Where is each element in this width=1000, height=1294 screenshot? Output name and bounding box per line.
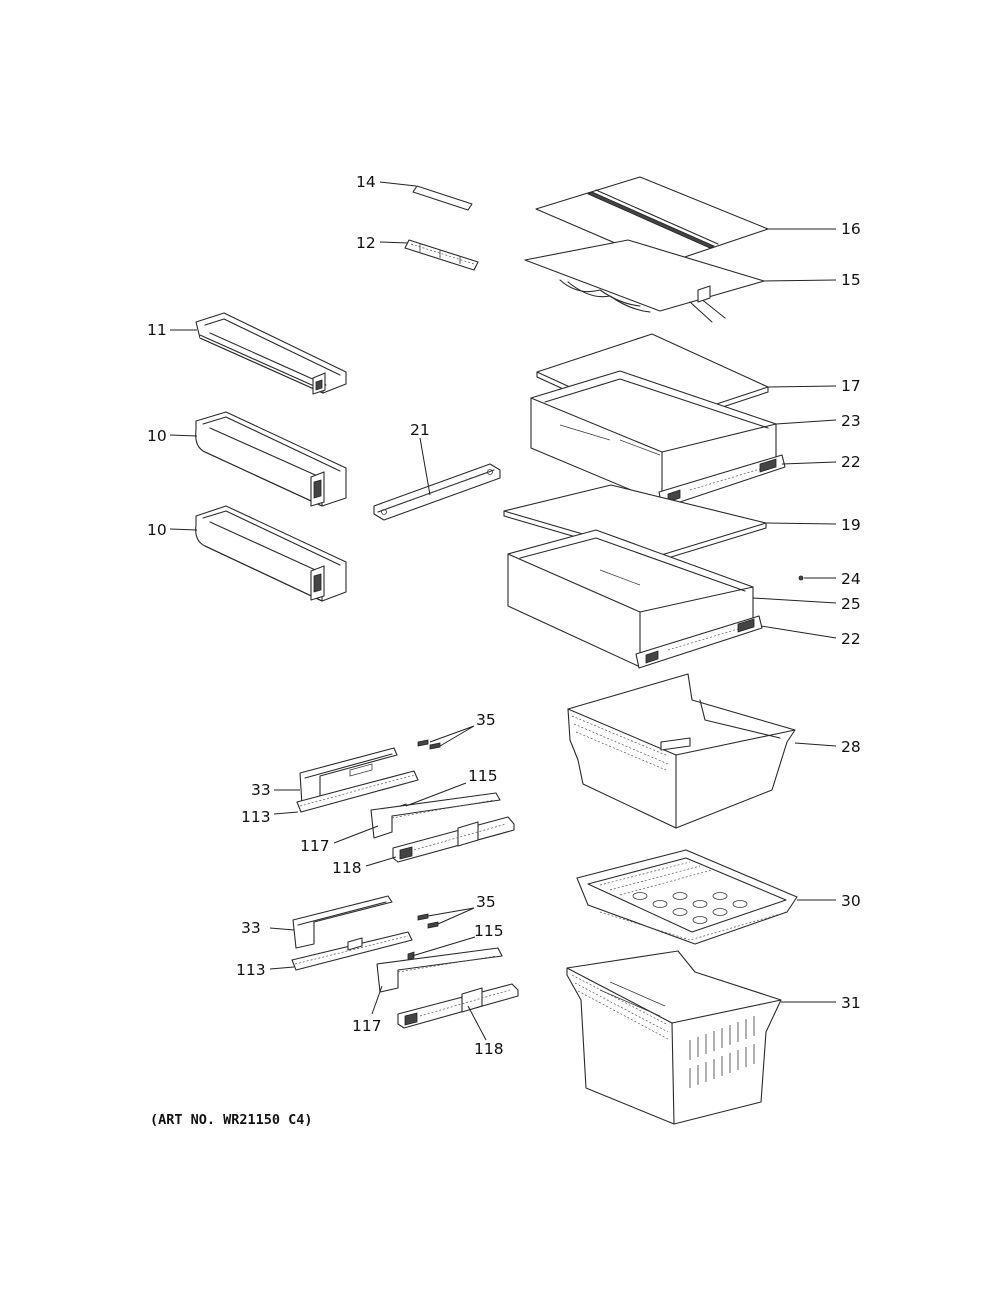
callout-15: 15: [841, 271, 861, 289]
callout-31: 31: [841, 994, 861, 1012]
callout-117-lower: 117: [352, 1017, 382, 1035]
part-113-slide-lower: [291, 931, 413, 971]
part-28-freezer-drawer: [567, 673, 796, 829]
callout-21: 21: [410, 421, 430, 439]
part-115-screw-lower: [407, 951, 415, 961]
part-31-freezer-basket: [566, 950, 782, 1125]
callout-113-upper: 113: [241, 808, 271, 826]
callout-115-lower: 115: [474, 922, 504, 940]
leader-lines: [169, 181, 837, 1041]
callout-17: 17: [841, 377, 861, 395]
callout-12: 12: [356, 234, 376, 252]
callout-19: 19: [841, 516, 861, 534]
callout-10-lower: 10: [147, 521, 167, 539]
part-118-slide-rail-lower: [397, 983, 519, 1029]
callout-30: 30: [841, 892, 861, 910]
callout-113-lower: 113: [236, 961, 266, 979]
part-12-hinge-bar: [404, 239, 479, 271]
callout-22-lower: 22: [841, 630, 861, 648]
part-22-drawer-front-lower: [635, 615, 763, 669]
callout-115-upper: 115: [468, 767, 498, 785]
part-10-door-bin-upper: [195, 411, 347, 507]
part-21-rail: [373, 463, 501, 521]
callout-16: 16: [841, 220, 861, 238]
part-24-clip: [798, 575, 804, 581]
part-25-lower-drawer: [507, 529, 754, 667]
callout-14: 14: [356, 173, 376, 191]
callout-118-upper: 118: [332, 859, 362, 877]
callout-33-lower: 33: [241, 919, 261, 937]
part-118-slide-rail-upper: [392, 816, 515, 863]
part-113-slide-upper: [296, 770, 419, 813]
callout-labels: 14 12 11 10 10 21 16 15 17 23 22 19 24 2…: [147, 173, 861, 1058]
callout-23: 23: [841, 412, 861, 430]
callout-10-upper: 10: [147, 427, 167, 445]
part-10-door-bin-lower: [195, 505, 347, 602]
part-15-spill-shelf: [524, 239, 765, 323]
part-117-bracket-lower: [376, 947, 503, 993]
callout-33-upper: 33: [251, 781, 271, 799]
art-number: (ART NO. WR21150 C4): [150, 1112, 313, 1128]
callout-35-lower: 35: [476, 893, 496, 911]
callout-25: 25: [841, 595, 861, 613]
callout-24: 24: [841, 570, 861, 588]
part-35-screws-upper: [417, 739, 441, 750]
callout-35-upper: 35: [476, 711, 496, 729]
part-117-bracket-upper: [370, 792, 501, 839]
callout-22-upper: 22: [841, 453, 861, 471]
callout-28: 28: [841, 738, 861, 756]
part-11-door-bin: [195, 312, 347, 395]
part-30-freezer-tray: [576, 849, 798, 945]
part-35-screws-lower: [417, 913, 439, 929]
callout-118-lower: 118: [474, 1040, 504, 1058]
callout-117-upper: 117: [300, 837, 330, 855]
part-14-trim-strip: [412, 185, 473, 211]
part-33-bracket-lower: [292, 895, 393, 949]
callout-11: 11: [147, 321, 167, 339]
